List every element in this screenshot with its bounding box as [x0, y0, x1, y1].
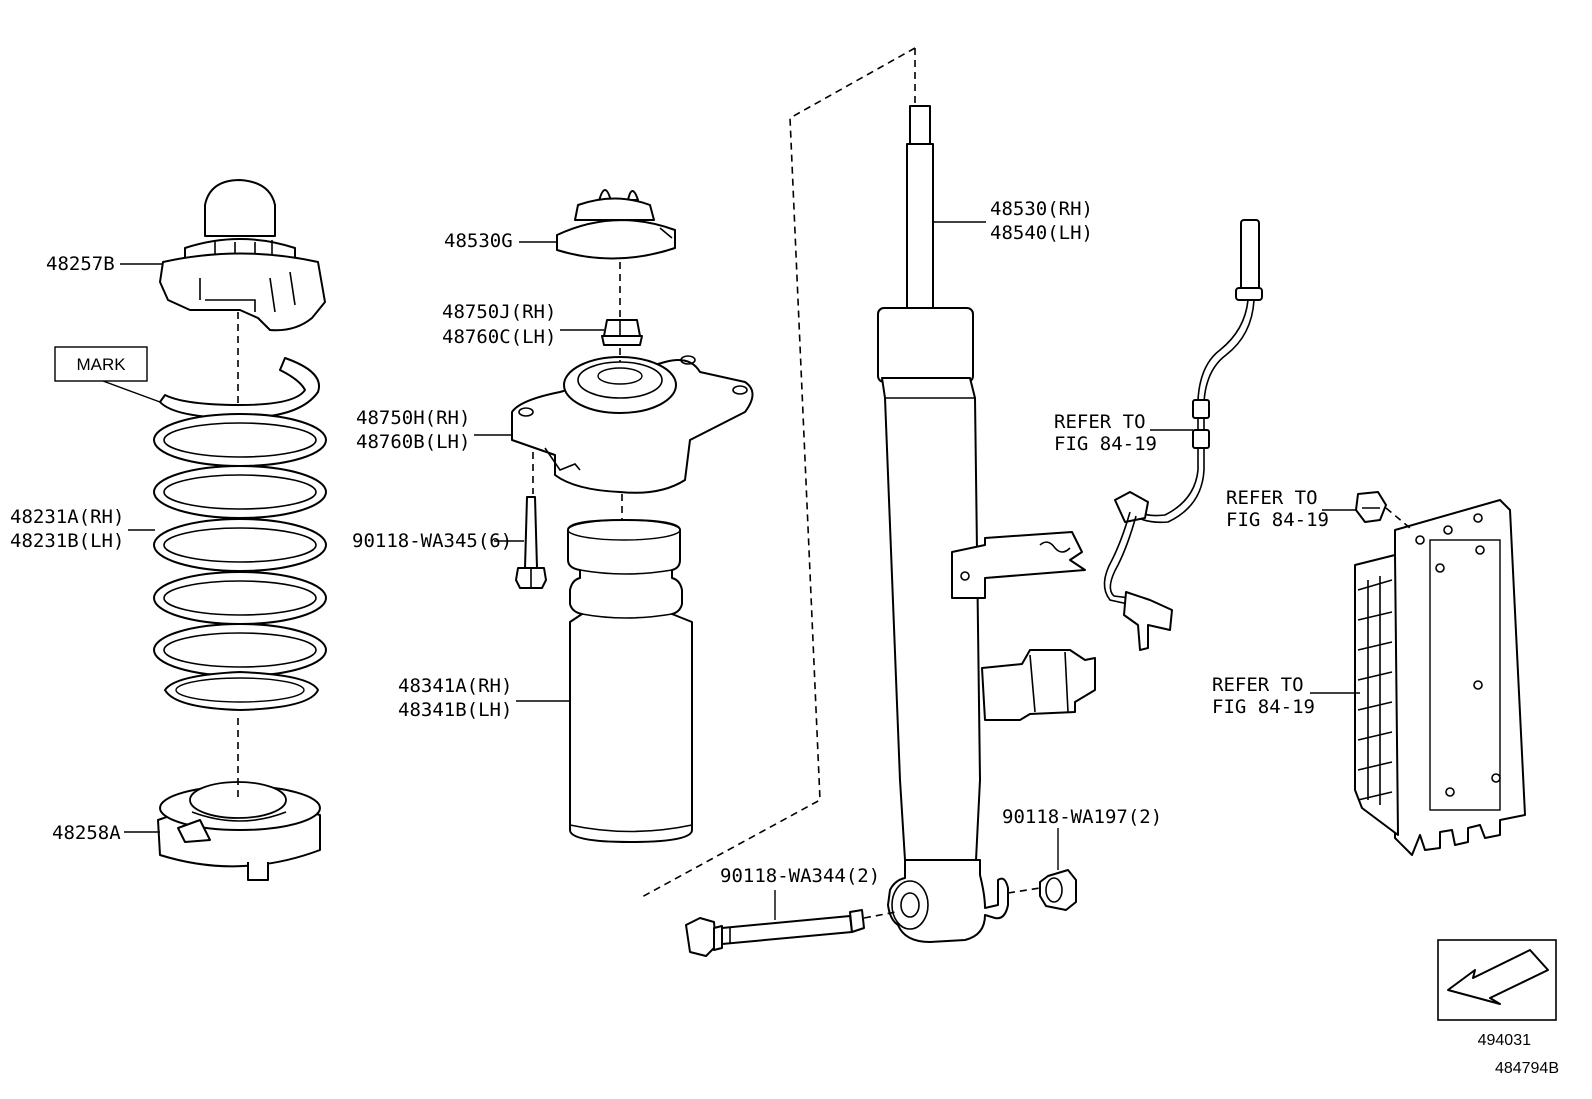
part-label-48760c: 48760C(LH)	[442, 326, 556, 348]
mount-bolt	[515, 496, 547, 589]
upper-strut-mount	[511, 355, 754, 494]
suspension-control-unit	[1354, 499, 1526, 856]
clip-part	[1355, 491, 1387, 523]
illustration-number: 484794B	[1495, 1060, 1559, 1077]
refer-label-line1: REFER TO	[1054, 411, 1146, 433]
label-48341-group: 48341A(RH) 48341B(LH)	[398, 675, 570, 721]
lower-nut	[1039, 869, 1077, 911]
refer-label-line1: REFER TO	[1226, 487, 1318, 509]
label-48257b-group: 48257B	[46, 253, 162, 275]
part-label-48258a: 48258A	[52, 822, 121, 844]
part-label-48231b: 48231B(LH)	[10, 530, 124, 552]
refer-label-line2: FIG 84-19	[1212, 696, 1315, 718]
label-90118-wa344-group: 90118-WA344(2)	[720, 865, 880, 920]
part-label-90118-wa345: 90118-WA345(6)	[352, 530, 512, 552]
centerline	[1007, 887, 1041, 894]
part-label-48530g: 48530G	[444, 230, 513, 252]
flange-nut	[601, 319, 643, 346]
figure-number: 494031	[1478, 1032, 1531, 1049]
lower-bolt	[685, 909, 865, 957]
label-48231-group: 48231A(RH) 48231B(LH)	[10, 506, 155, 552]
label-90118-wa197-group: 90118-WA197(2)	[1002, 806, 1162, 870]
label-48750j-group: 48750J(RH) 48760C(LH)	[442, 301, 604, 348]
bump-stopper-and-boot	[567, 519, 693, 843]
upper-dust-cover	[556, 189, 676, 260]
part-label-48760b: 48760B(LH)	[356, 431, 470, 453]
label-90118-wa345-group: 90118-WA345(6)	[352, 530, 524, 552]
part-label-48750j: 48750J(RH)	[442, 301, 556, 323]
mark-tag: MARK	[54, 346, 161, 403]
part-label-48530: 48530(RH)	[990, 198, 1093, 220]
centerline	[1385, 507, 1411, 529]
part-label-90118-wa344: 90118-WA344(2)	[720, 865, 880, 887]
refer-label-line1: REFER TO	[1212, 674, 1304, 696]
part-label-48257b: 48257B	[46, 253, 115, 275]
front-direction-arrow-icon	[1447, 949, 1549, 1005]
coil-spring	[153, 357, 327, 711]
front-direction-box	[1437, 939, 1557, 1021]
part-label-90118-wa197: 90118-WA197(2)	[1002, 806, 1162, 828]
sensor-harness	[1103, 219, 1263, 651]
refer-fig-84-19-note-3: REFER TO FIG 84-19	[1212, 674, 1360, 718]
label-48750h-group: 48750H(RH) 48760B(LH)	[356, 407, 512, 453]
label-48258a-group: 48258A	[52, 822, 160, 844]
part-label-48231a: 48231A(RH)	[10, 506, 124, 528]
shock-absorber	[877, 105, 1096, 943]
part-label-48341b: 48341B(LH)	[398, 699, 512, 721]
lower-spring-insulator	[157, 781, 321, 881]
mark-label: MARK	[76, 355, 126, 374]
upper-spring-insulator	[159, 179, 326, 332]
assembly-dashed-line	[639, 47, 916, 899]
label-48530-group: 48530(RH) 48540(LH)	[933, 198, 1093, 244]
refer-label-line2: FIG 84-19	[1054, 433, 1157, 455]
refer-fig-84-19-note-1: REFER TO FIG 84-19	[1054, 411, 1193, 455]
centerline	[863, 911, 897, 919]
label-48530g-group: 48530G	[444, 230, 557, 252]
refer-label-line2: FIG 84-19	[1226, 509, 1329, 531]
part-label-48750h: 48750H(RH)	[356, 407, 470, 429]
refer-fig-84-19-note-2: REFER TO FIG 84-19	[1226, 487, 1356, 531]
part-label-48341a: 48341A(RH)	[398, 675, 512, 697]
part-label-48540: 48540(LH)	[990, 222, 1093, 244]
